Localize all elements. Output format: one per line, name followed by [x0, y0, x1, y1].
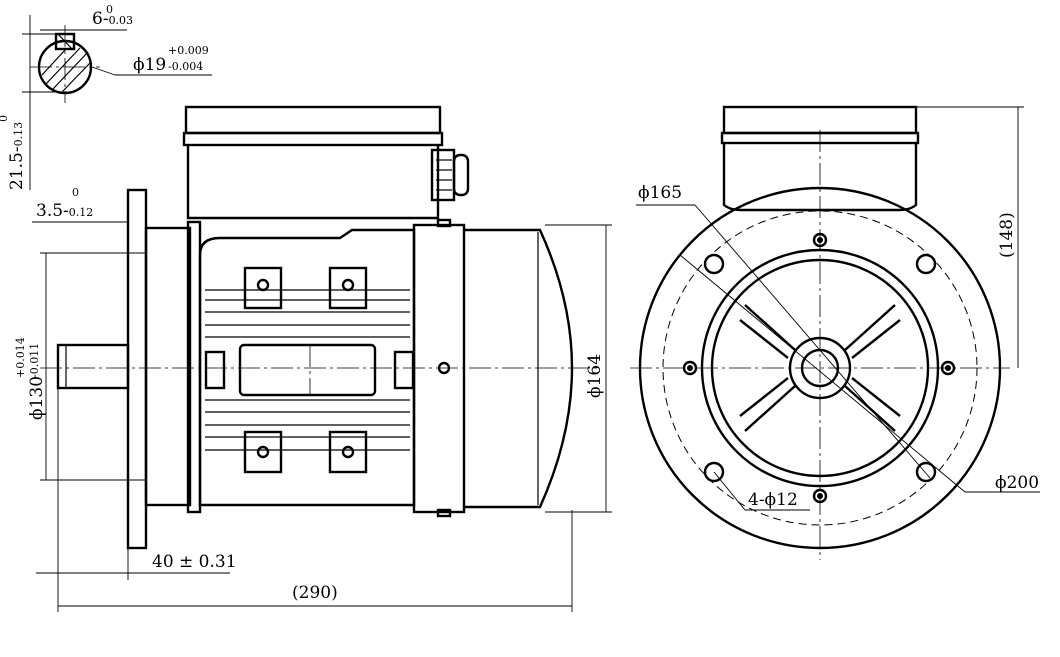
shaft-length-label: 40 ± 0.31 — [152, 552, 237, 572]
body-diameter-label: ϕ164 — [585, 354, 605, 398]
front-view: ϕ165 ϕ200 4-ϕ12 (148) — [630, 105, 1040, 560]
mounting-holes — [703, 253, 937, 483]
spigot-diameter-label: ϕ130 — [27, 376, 47, 420]
side-view: 3.5-0.12 0 ϕ130 +0.014 -0.011 40 ± 0.31 … — [14, 105, 612, 612]
spigot-diameter-lower: -0.011 — [28, 343, 41, 378]
shaft-key-height-upper: 0 — [0, 115, 10, 122]
bolt-circle-diameter-label: ϕ165 — [638, 183, 682, 203]
holes-label: 4-ϕ12 — [748, 490, 798, 510]
overall-length-label: (290) — [292, 583, 338, 603]
shaft-key-height-label: 21.5-0.13 — [7, 122, 27, 190]
shaft-diameter-label: ϕ19 — [133, 55, 166, 75]
spigot-diameter-upper: +0.014 — [14, 337, 27, 378]
flange-thickness-label: 3.5-0.12 — [36, 201, 93, 221]
key-width-upper: 0 — [106, 3, 113, 16]
center-height-label: (148) — [997, 212, 1017, 258]
flange-thickness-upper: 0 — [72, 186, 79, 199]
key-width-label: 6-0.03 — [92, 9, 133, 29]
shaft-diameter-lower: -0.004 — [168, 60, 203, 73]
shaft-diameter-upper: +0.009 — [168, 44, 209, 57]
flange-diameter-label: ϕ200 — [995, 473, 1039, 493]
shaft-section-detail: 6-0.03 0 ϕ19 +0.009 -0.004 21.5-0.13 0 — [0, 3, 212, 190]
